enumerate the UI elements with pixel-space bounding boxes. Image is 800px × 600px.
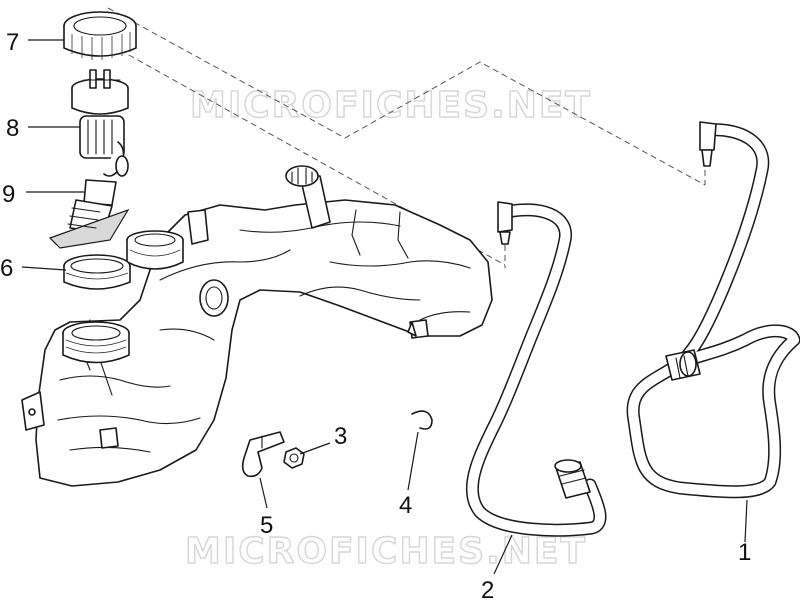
- svg-text:9: 9: [2, 181, 15, 208]
- lock-ring-part: [63, 11, 137, 60]
- bracket-clamp-part: [241, 431, 285, 478]
- callout-8: 8: [6, 115, 80, 142]
- fuel-pump-part: [71, 69, 129, 177]
- watermark-bottom: MICROFICHES.NET: [185, 531, 587, 572]
- svg-text:3: 3: [334, 423, 347, 450]
- watermark-top: MICROFICHES.NET: [190, 85, 592, 126]
- callout-7: 7: [6, 29, 64, 56]
- callout-2: 2: [481, 534, 513, 600]
- callout-5: 5: [259, 477, 273, 539]
- callout-9: 9: [2, 181, 84, 208]
- hose-clip-part: [411, 410, 433, 430]
- callout-3: 3: [299, 423, 347, 455]
- svg-text:6: 6: [0, 255, 13, 282]
- vent-hose-center-part: [465, 201, 607, 537]
- callout-1: 1: [738, 499, 751, 566]
- svg-text:2: 2: [481, 577, 494, 600]
- svg-text:5: 5: [260, 512, 273, 539]
- filler-ring-part: [63, 254, 131, 290]
- vent-hose-right-part: [626, 121, 800, 499]
- fuel-tank: [21, 165, 493, 487]
- callout-4: 4: [399, 431, 419, 519]
- callout-6: 6: [0, 255, 67, 282]
- svg-text:4: 4: [399, 492, 412, 519]
- svg-text:8: 8: [6, 115, 19, 142]
- fuel-filter-part: [48, 179, 130, 249]
- svg-text:1: 1: [738, 539, 751, 566]
- svg-text:7: 7: [6, 29, 19, 56]
- nut-part: [283, 447, 305, 469]
